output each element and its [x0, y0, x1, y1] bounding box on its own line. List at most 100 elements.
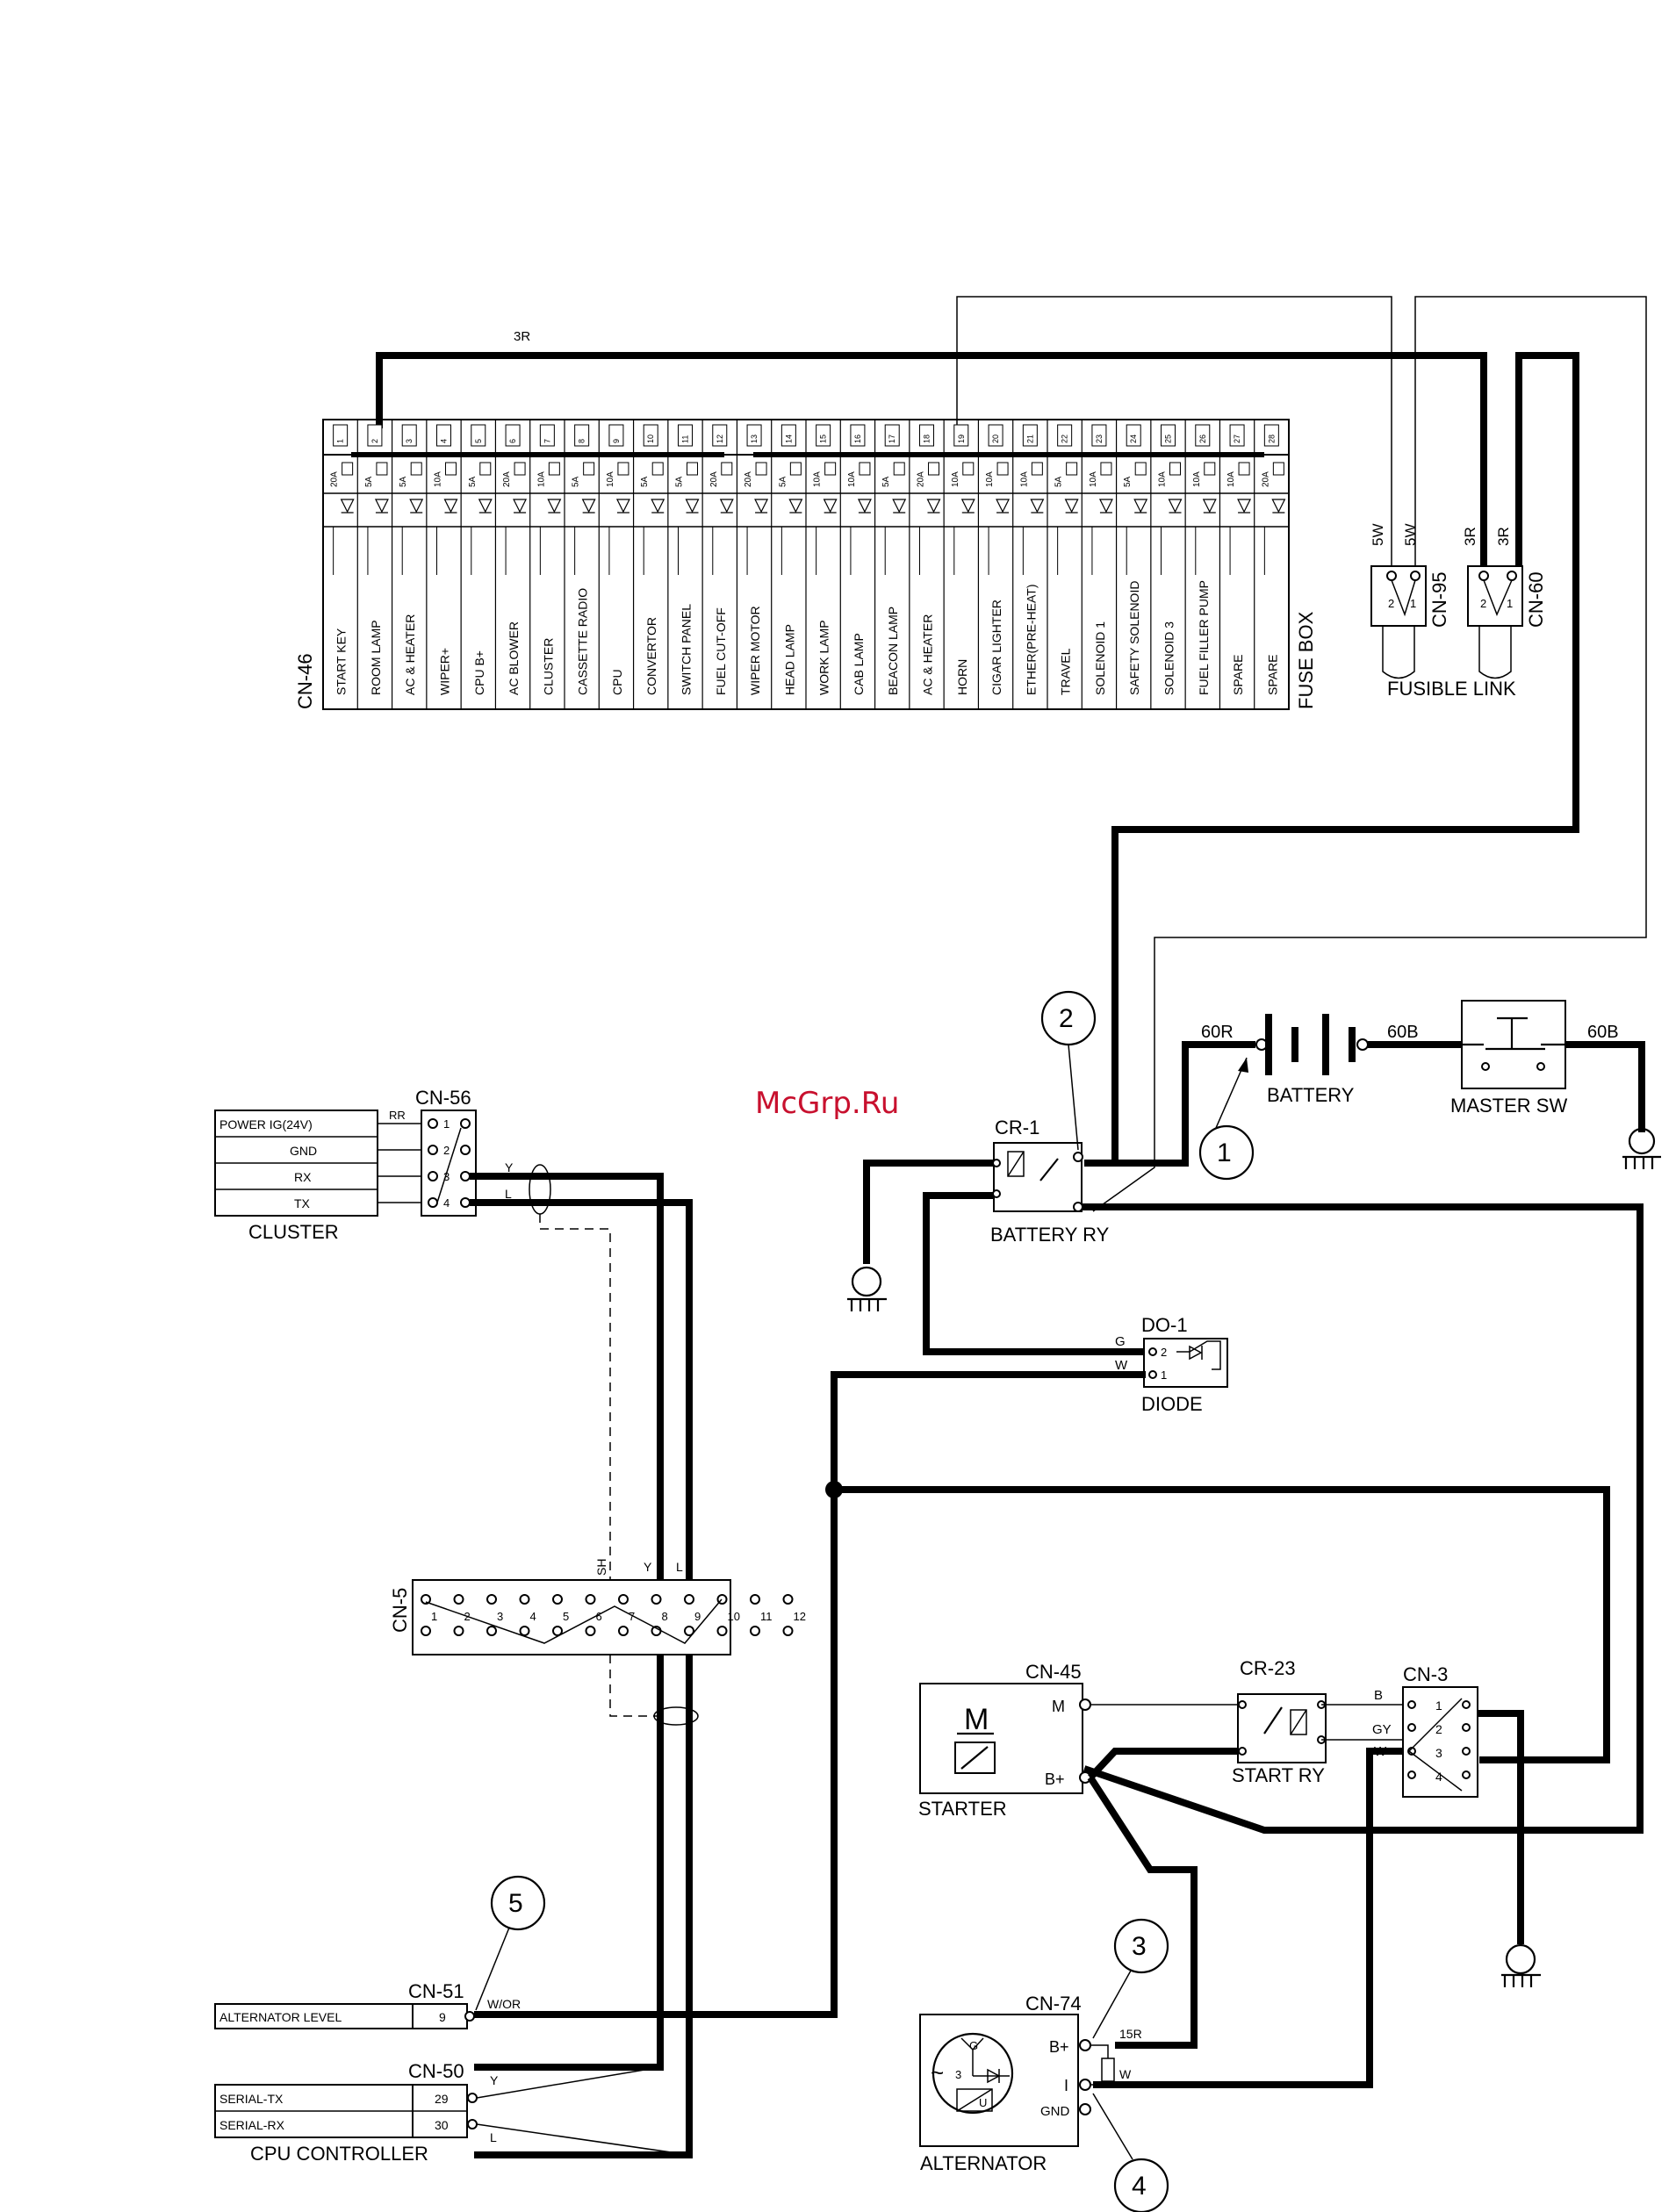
- fuse-number-box: [1057, 424, 1073, 447]
- fuse-number-box: [333, 424, 349, 447]
- fuse-rating: 5A: [778, 476, 788, 487]
- fuse-number-box: [988, 424, 1003, 447]
- cn5-pin-socket: [782, 1626, 794, 1636]
- cn5-wire-sh: SH: [594, 1559, 608, 1576]
- fuse-label: FUEL FILLER PUMP: [1197, 580, 1211, 695]
- fuse-number: 9: [612, 439, 621, 443]
- cluster-row-label: GND: [290, 1144, 317, 1158]
- start-ry-title: START RY: [1232, 1764, 1325, 1786]
- fuse-number: 16: [853, 434, 862, 443]
- fuse-label: ETHER(PRE-HEAT): [1024, 584, 1038, 695]
- diode-pin1: 1: [1161, 1368, 1167, 1382]
- cn74-label: CN-74: [1025, 1993, 1082, 2014]
- fuse-number: 4: [440, 439, 449, 443]
- cn60-pin2: 2: [1480, 597, 1486, 610]
- fuse-rating: 10A: [1226, 471, 1236, 487]
- fuse-icon: [445, 462, 457, 476]
- battery-title: BATTERY: [1267, 1084, 1355, 1106]
- cn5-pin-socket: [486, 1626, 497, 1636]
- fuse-diode-icon: [1271, 499, 1286, 514]
- fuse-label: WIPER MOTOR: [748, 606, 762, 695]
- fuse-number-box: [1161, 424, 1176, 447]
- fuse-label: CASSETTE RADIO: [576, 588, 590, 695]
- fuse-number: 25: [1164, 434, 1173, 443]
- cluster-title: CLUSTER: [248, 1221, 339, 1243]
- fuse-icon: [721, 462, 733, 476]
- fuse-icon: [824, 462, 837, 476]
- fuse-number-box: [471, 424, 486, 447]
- fuse-rating: 5A: [640, 476, 650, 487]
- alt-sym-g: G: [969, 2039, 978, 2052]
- fuse-number-box: [401, 424, 417, 447]
- fuse-number-box: [780, 424, 796, 447]
- cn3-pin: 2: [1435, 1722, 1442, 1736]
- fuse-number: 2: [370, 439, 379, 443]
- fuse-icon: [583, 462, 595, 476]
- diode-wire-w: W: [1115, 1358, 1128, 1373]
- cn3-pin: 3: [1435, 1746, 1442, 1760]
- cn5-pin-number: 4: [530, 1610, 536, 1623]
- cluster-pin: 1: [443, 1117, 450, 1131]
- callout-1-number: 1: [1217, 1138, 1232, 1167]
- fuse-number: 3: [405, 439, 414, 443]
- fuse-number-box: [1091, 424, 1107, 447]
- fuse-label: ROOM LAMP: [369, 620, 383, 695]
- fuse-rating: 20A: [1261, 471, 1270, 487]
- wire-60b-left: 60B: [1387, 1023, 1419, 1042]
- fuse-number-box: [608, 424, 624, 447]
- fuse-rating: 10A: [1019, 471, 1029, 487]
- fuse-rating: 5A: [881, 476, 891, 487]
- fuse-number-box: [678, 424, 693, 447]
- cluster-row-label: TX: [294, 1196, 311, 1210]
- fuse-number: 11: [681, 435, 690, 443]
- cn5-pin-socket: [684, 1626, 694, 1636]
- fuse-number: 13: [750, 434, 759, 443]
- fuse-number: 15: [819, 434, 828, 443]
- fuse-number: 12: [716, 434, 724, 443]
- fuse-label: FUEL CUT-OFF: [714, 607, 728, 695]
- starter-title: STARTER: [918, 1798, 1007, 1820]
- fuse-label: CONVERTOR: [644, 617, 658, 695]
- fuse-diode-icon: [651, 499, 665, 514]
- fuse-rating: 10A: [606, 471, 615, 487]
- cn5-pin-number: 7: [629, 1610, 635, 1623]
- fuse-rating: 5A: [1054, 476, 1064, 487]
- fuse-number: 26: [1198, 434, 1207, 443]
- fuse-icon: [514, 462, 526, 476]
- wire-5w-a: 5W: [1370, 524, 1386, 547]
- fuse-number-box: [884, 424, 900, 447]
- cn5-pin-socket: [552, 1594, 563, 1605]
- alt-term-i: I: [1064, 2077, 1068, 2094]
- diode: 2 1 G W DO-1 DIODE: [474, 1314, 1610, 2018]
- cn5-pin-socket: [782, 1594, 794, 1605]
- fuse-number-box: [746, 424, 762, 447]
- fuse-label: CPU: [610, 669, 624, 695]
- fuse-diode-icon: [547, 499, 562, 514]
- fuse-diode-icon: [1098, 499, 1113, 514]
- cn5-pin-socket: [585, 1626, 596, 1636]
- wire-3r-a: 3R: [1462, 527, 1478, 546]
- start-relay: CR-23 START RY: [1232, 1657, 1403, 1786]
- cn5-wire-y: Y: [644, 1560, 652, 1574]
- cn3-wire-b: B: [1374, 1688, 1383, 1703]
- fuse-number-box: [1022, 424, 1038, 447]
- cn50-pin: 29: [435, 2092, 449, 2106]
- cn60-label: CN-60: [1525, 571, 1547, 628]
- callout-3: [1113, 1918, 1169, 1974]
- fuse-label: HORN: [955, 659, 969, 695]
- fuse-diode-icon: [788, 499, 803, 514]
- fuse-label: WIPER+: [438, 648, 452, 695]
- fuse-rating: 20A: [330, 471, 340, 487]
- fuse-rating: 5A: [399, 476, 408, 487]
- cn5-pin-number: 3: [497, 1610, 503, 1623]
- fuse-number: 10: [646, 434, 655, 443]
- fuse-label: SWITCH PANEL: [680, 604, 694, 695]
- fuse-number: 14: [784, 434, 793, 443]
- fuse-diode-icon: [926, 499, 941, 514]
- cn5-pin-socket: [453, 1626, 464, 1636]
- fuse-number-box: [1195, 424, 1211, 447]
- fuse-diode-icon: [513, 499, 528, 514]
- cn5-pin-socket: [618, 1594, 629, 1605]
- cn3-wire-gy: GY: [1372, 1722, 1392, 1737]
- fuse-icon: [928, 462, 939, 476]
